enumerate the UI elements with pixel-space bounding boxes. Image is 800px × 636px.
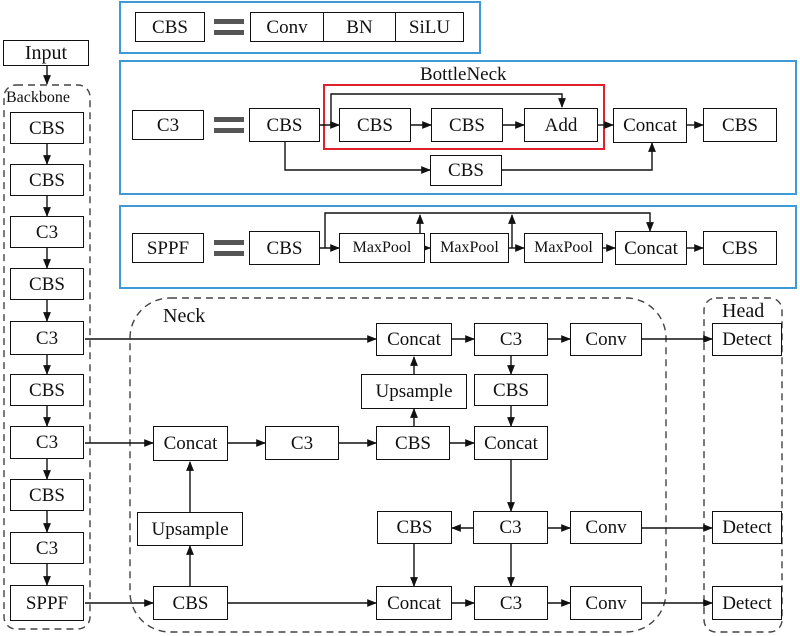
detect-block: Detect xyxy=(712,511,782,544)
neck-concat: Concat xyxy=(474,426,548,460)
equals-icon xyxy=(214,19,244,35)
neck-c3: C3 xyxy=(474,586,548,620)
neck-c3: C3 xyxy=(474,323,548,356)
legend-cbs-composite: Conv BN SiLU xyxy=(250,12,464,42)
legend-sppf-panel xyxy=(119,205,797,289)
bn-part: BN xyxy=(323,13,395,41)
neck-group xyxy=(129,297,667,633)
bottleneck-cbs: CBS xyxy=(339,108,411,142)
neck-conv: Conv xyxy=(570,586,642,620)
c3-cbs-in: CBS xyxy=(249,108,320,142)
backbone-block: CBS xyxy=(10,479,84,511)
arrow xyxy=(330,93,566,125)
neck-concat: Concat xyxy=(376,323,452,356)
legend-c3-lhs: C3 xyxy=(132,110,204,140)
sppf-maxpool: MaxPool xyxy=(430,233,509,263)
neck-cbs: CBS xyxy=(377,511,452,544)
backbone-title: Backbone xyxy=(6,89,70,106)
neck-c3: C3 xyxy=(265,426,339,460)
c3-cbs-branch: CBS xyxy=(430,155,502,186)
neck-cbs: CBS xyxy=(376,426,450,460)
neck-upsample: Upsample xyxy=(361,374,467,409)
bottleneck-add: Add xyxy=(524,108,598,142)
neck-upsample: Upsample xyxy=(137,512,243,546)
legend-cbs-panel xyxy=(119,1,481,54)
backbone-block: C3 xyxy=(10,532,84,564)
backbone-block: CBS xyxy=(10,112,84,144)
neck-cbs: CBS xyxy=(474,374,548,406)
bottleneck-title: BottleNeck xyxy=(420,64,507,85)
sppf-cbs-out: CBS xyxy=(703,231,777,265)
backbone-block: C3 xyxy=(10,216,84,248)
backbone-block: CBS xyxy=(10,374,84,406)
sppf-maxpool: MaxPool xyxy=(339,233,425,263)
bottleneck-cbs: CBS xyxy=(431,108,503,142)
head-group xyxy=(703,297,783,633)
backbone-group xyxy=(3,84,91,630)
backbone-block: CBS xyxy=(10,164,84,196)
sppf-cbs-in: CBS xyxy=(249,231,320,265)
head-title: Head xyxy=(722,300,765,322)
bottleneck-box xyxy=(323,84,605,150)
neck-conv: Conv xyxy=(570,323,642,356)
neck-title: Neck xyxy=(163,305,206,327)
arrow xyxy=(502,142,656,171)
neck-conv: Conv xyxy=(570,511,642,544)
conv-part: Conv xyxy=(266,16,308,38)
neck-concat: Concat xyxy=(153,426,228,461)
legend-sppf-lhs: SPPF xyxy=(132,233,204,263)
backbone-block: SPPF xyxy=(10,585,84,621)
equals-icon xyxy=(214,240,244,256)
detect-block: Detect xyxy=(712,323,782,356)
detect-block: Detect xyxy=(712,586,782,620)
input-block: Input xyxy=(3,40,89,66)
neck-concat: Concat xyxy=(376,586,452,620)
c3-concat: Concat xyxy=(613,108,687,143)
legend-c3-panel xyxy=(119,60,797,195)
backbone-block: C3 xyxy=(10,426,84,459)
neck-c3: C3 xyxy=(473,511,548,544)
sppf-concat: Concat xyxy=(615,231,687,265)
arrow xyxy=(284,142,431,174)
backbone-block: CBS xyxy=(10,268,84,300)
legend-cbs-lhs: CBS xyxy=(135,12,205,42)
silu-part: SiLU xyxy=(395,13,463,41)
backbone-block: C3 xyxy=(10,321,84,355)
equals-icon xyxy=(214,117,244,133)
neck-cbs: CBS xyxy=(153,586,228,620)
sppf-maxpool: MaxPool xyxy=(524,233,603,263)
arrow xyxy=(324,212,654,248)
c3-cbs-out: CBS xyxy=(703,108,777,142)
